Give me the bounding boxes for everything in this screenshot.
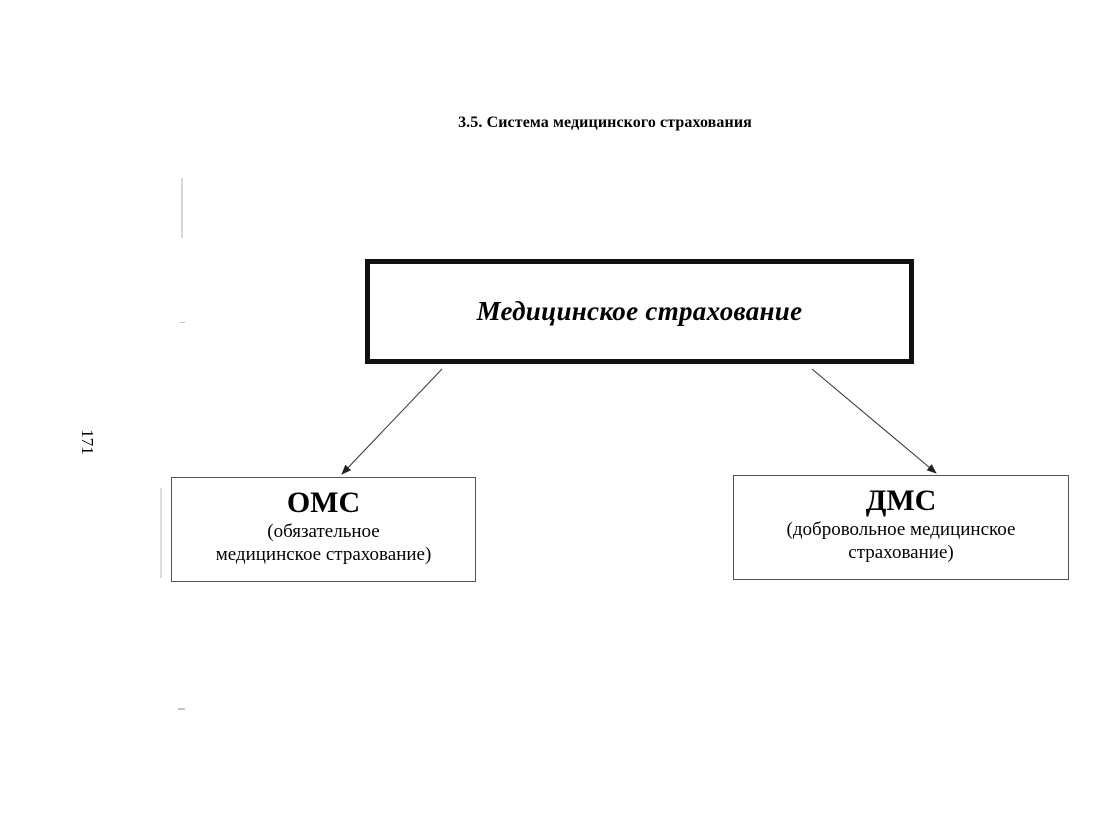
page-title: 3.5. Система медицинского страхования (458, 114, 752, 131)
scan-mark (178, 708, 185, 710)
arrow-to-oms (341, 368, 443, 475)
arrow-to-dms (811, 368, 937, 474)
dms-description-line2: страхование) (848, 542, 954, 563)
scan-mark (181, 178, 183, 238)
oms-heading: ОМС (286, 486, 361, 519)
scan-mark (180, 322, 185, 323)
oms-node: ОМС (обязательное медицинское страховани… (171, 477, 476, 582)
root-node-label: Медицинское страхование (476, 296, 803, 326)
oms-description-line2: медицинское страхование) (215, 544, 432, 565)
dms-description-line1: (добровольное медицинское (786, 519, 1016, 540)
scan-mark (160, 488, 162, 578)
oms-description-line1: (обязательное (267, 521, 380, 542)
dms-node: ДМС (добровольное медицинское страховани… (733, 475, 1069, 580)
dms-heading: ДМС (865, 484, 937, 517)
root-node: Медицинское страхование (365, 259, 914, 364)
